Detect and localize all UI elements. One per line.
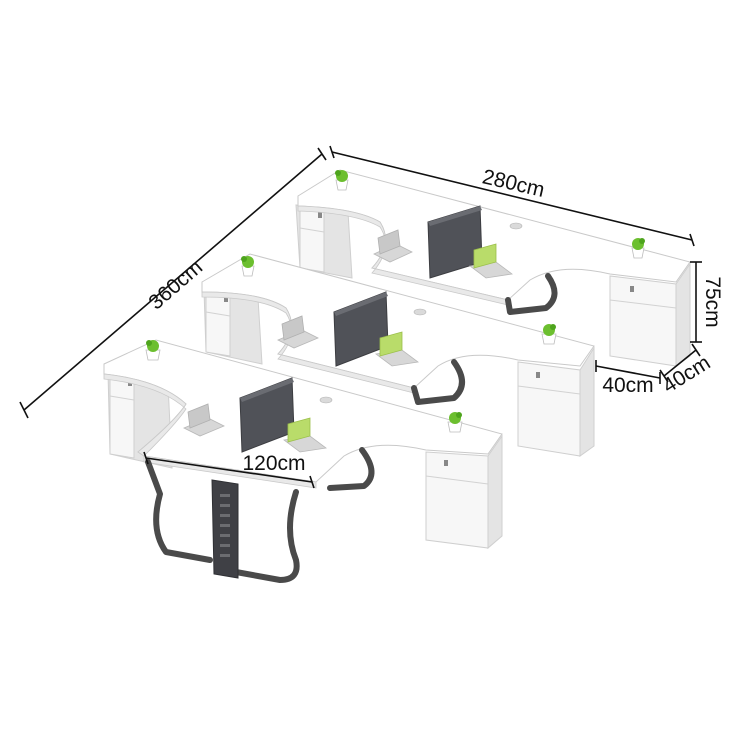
plant-icon: [241, 256, 255, 277]
desk-row-front: [103, 339, 503, 583]
dimension-desk-width: 120cm: [143, 451, 315, 489]
plant-icon: [145, 340, 161, 361]
cabinet-depth-label: 40cm: [602, 374, 653, 397]
desk-width-label: 120cm: [242, 452, 305, 475]
plant-icon: [447, 412, 463, 433]
plant-icon: [631, 238, 645, 259]
dimension-cabinet-depth: 40cm: [595, 360, 661, 397]
depth-label: 360cm: [144, 256, 207, 315]
dimension-height: 75cm: [690, 261, 724, 343]
desk-row-middle: [201, 253, 595, 457]
plant-icon: [335, 170, 349, 191]
plant-icon: [541, 324, 557, 345]
height-label: 75cm: [701, 276, 724, 327]
